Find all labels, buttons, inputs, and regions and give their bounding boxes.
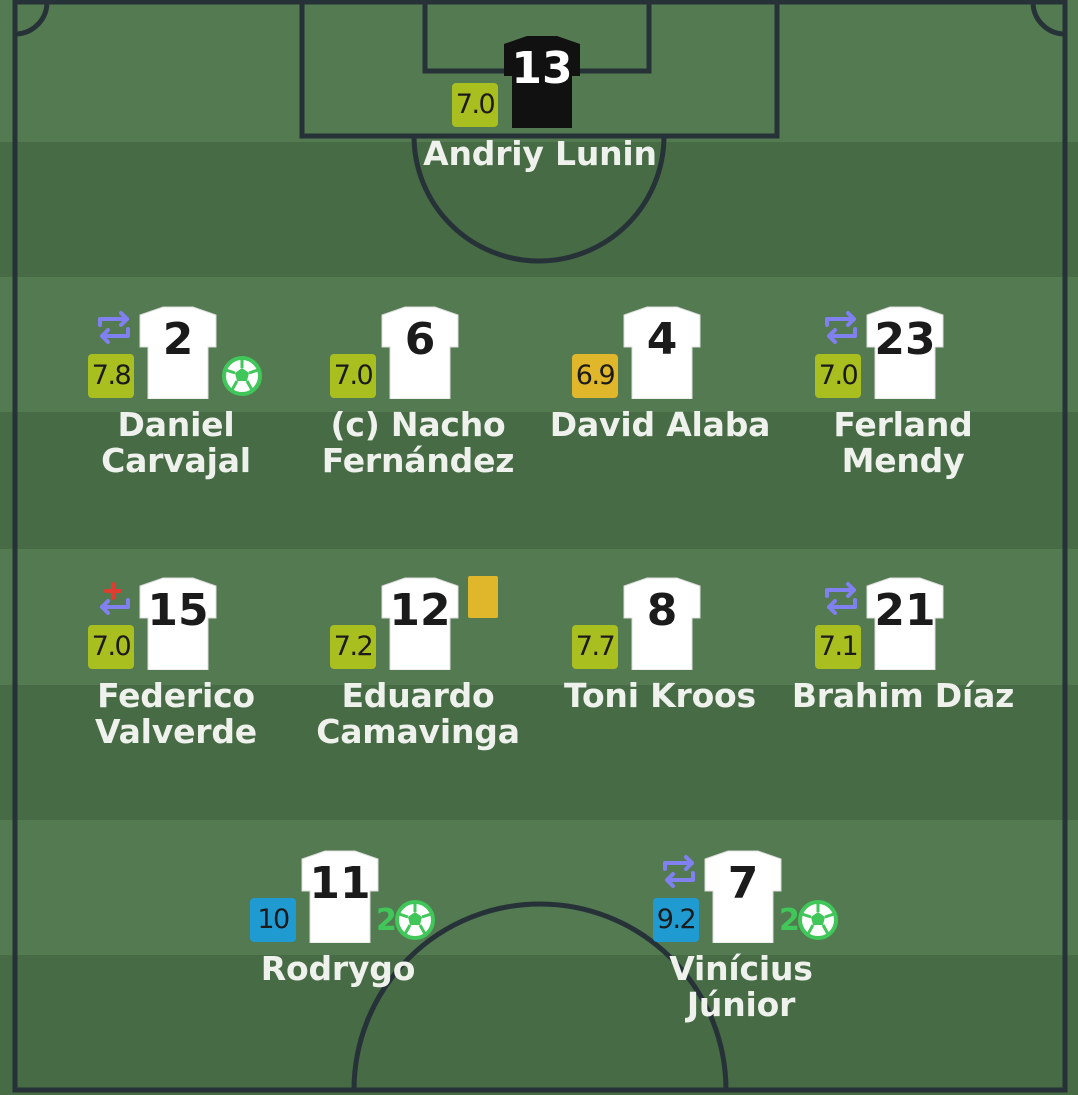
pitch-stripe: [0, 820, 1078, 955]
substitution-icon: [825, 582, 857, 615]
player-centre-back[interactable]: 6.9 4 David Alaba: [540, 305, 780, 505]
player-name: (c) Nacho Fernández: [298, 407, 538, 479]
jersey-icon: 6: [378, 305, 462, 399]
jersey-number: 7: [727, 858, 759, 909]
player-name-line: Valverde: [95, 712, 257, 751]
substitution-icon: [825, 311, 857, 344]
player-name: David Alaba: [540, 407, 780, 443]
pitch-stripe: [0, 412, 1078, 549]
jersey-icon: 11: [298, 849, 382, 943]
center-circle: [351, 901, 729, 1091]
player-name-line: Fernández: [321, 441, 515, 480]
player-rating: 7.0: [88, 625, 134, 669]
pitch-stripe: [0, 142, 1078, 277]
player-right-midfield[interactable]: 7.0 15 Federico Valverde: [56, 576, 296, 776]
pitch-stripe: [0, 685, 1078, 820]
player-name: Ferland Mendy: [783, 407, 1023, 479]
jersey-icon: 13: [500, 34, 584, 128]
jersey-icon: 12: [378, 576, 462, 670]
player-name: Federico Valverde: [56, 678, 296, 750]
player-name-line: Carvajal: [101, 441, 251, 480]
jersey-number: 12: [389, 585, 451, 636]
player-rating: 10: [250, 898, 296, 942]
corner-arc: [14, 1, 50, 37]
player-left-midfield[interactable]: 7.1 21 Brahim Díaz: [783, 576, 1023, 776]
corner-arc: [1030, 1, 1066, 37]
player-name-line: Federico: [97, 676, 255, 715]
jersey-icon: 7: [701, 849, 785, 943]
goal-ball-icon: [395, 900, 435, 940]
yellow-card-icon: [468, 576, 498, 618]
player-rating: 7.7: [572, 625, 618, 669]
player-rating: 7.2: [330, 625, 376, 669]
substitution-icon: [663, 855, 695, 888]
player-goalkeeper[interactable]: 7.0 13 Andriy Lunin: [420, 34, 660, 234]
jersey-number: 8: [646, 585, 678, 636]
jersey-number: 13: [511, 43, 573, 94]
player-rating: 7.0: [330, 354, 376, 398]
jersey-icon: 8: [620, 576, 704, 670]
player-centre-midfield[interactable]: 7.7 8 Toni Kroos: [540, 576, 780, 776]
player-name: Toni Kroos: [540, 678, 780, 714]
jersey-icon: 23: [863, 305, 947, 399]
player-name: Rodrygo: [260, 949, 416, 988]
jersey-number: 2: [162, 314, 194, 365]
player-name-line: Camavinga: [316, 712, 520, 751]
player-name-line: Eduardo: [341, 676, 495, 715]
player-name: Vinícius Júnior: [669, 949, 813, 1024]
player-centre-midfield[interactable]: 7.2 12 Eduardo Camavinga: [298, 576, 538, 776]
player-rating: 7.8: [88, 354, 134, 398]
penalty-arc: [411, 135, 667, 264]
player-left-back[interactable]: 7.0 23 Ferland Mendy: [783, 305, 1023, 505]
goal-count: 2: [376, 903, 397, 938]
player-name: Andriy Lunin: [423, 134, 657, 173]
player-name-line: (c) Nacho: [330, 405, 506, 444]
jersey-number: 6: [404, 314, 436, 365]
player-name-line: Brahim Díaz: [791, 676, 1015, 715]
pitch-stripe: [0, 955, 1078, 1095]
jersey-number: 4: [646, 314, 678, 365]
player-name: Brahim Díaz: [783, 678, 1023, 714]
jersey-icon: 4: [620, 305, 704, 399]
goal-ball-icon: [222, 356, 262, 396]
substitution-icon: [98, 311, 130, 344]
jersey-number: 23: [874, 314, 936, 365]
player-rating: 7.1: [815, 625, 861, 669]
player-right-back[interactable]: 7.8 2 Daniel Carvajal: [56, 305, 296, 505]
jersey-icon: 2: [136, 305, 220, 399]
player-rating: 7.0: [815, 354, 861, 398]
jersey-number: 15: [147, 585, 209, 636]
player-name-line: David Alaba: [549, 405, 771, 444]
player-rating: 9.2: [653, 898, 699, 942]
player-forward[interactable]: 9.2 7 2 Vinícius Júnior: [621, 849, 861, 1049]
goal-ball-icon: [798, 900, 838, 940]
jersey-icon: 15: [136, 576, 220, 670]
jersey-number: 21: [874, 585, 936, 636]
player-name-line: Daniel: [117, 405, 235, 444]
player-name: Eduardo Camavinga: [298, 678, 538, 750]
player-name: Daniel Carvajal: [56, 407, 296, 479]
player-centre-back[interactable]: 7.0 6 (c) Nacho Fernández: [298, 305, 538, 505]
player-name-line: Toni Kroos: [564, 676, 756, 715]
injury-substitution-icon: [100, 582, 130, 615]
jersey-icon: 21: [863, 576, 947, 670]
player-rating: 7.0: [452, 83, 498, 127]
goal-count: 2: [779, 903, 800, 938]
jersey-number: 11: [309, 858, 371, 909]
player-name-line: Ferland: [833, 405, 973, 444]
player-name-line: Mendy: [841, 441, 965, 480]
player-rating: 6.9: [572, 354, 618, 398]
player-forward[interactable]: 10 11 2 Rodrygo: [218, 849, 458, 1049]
